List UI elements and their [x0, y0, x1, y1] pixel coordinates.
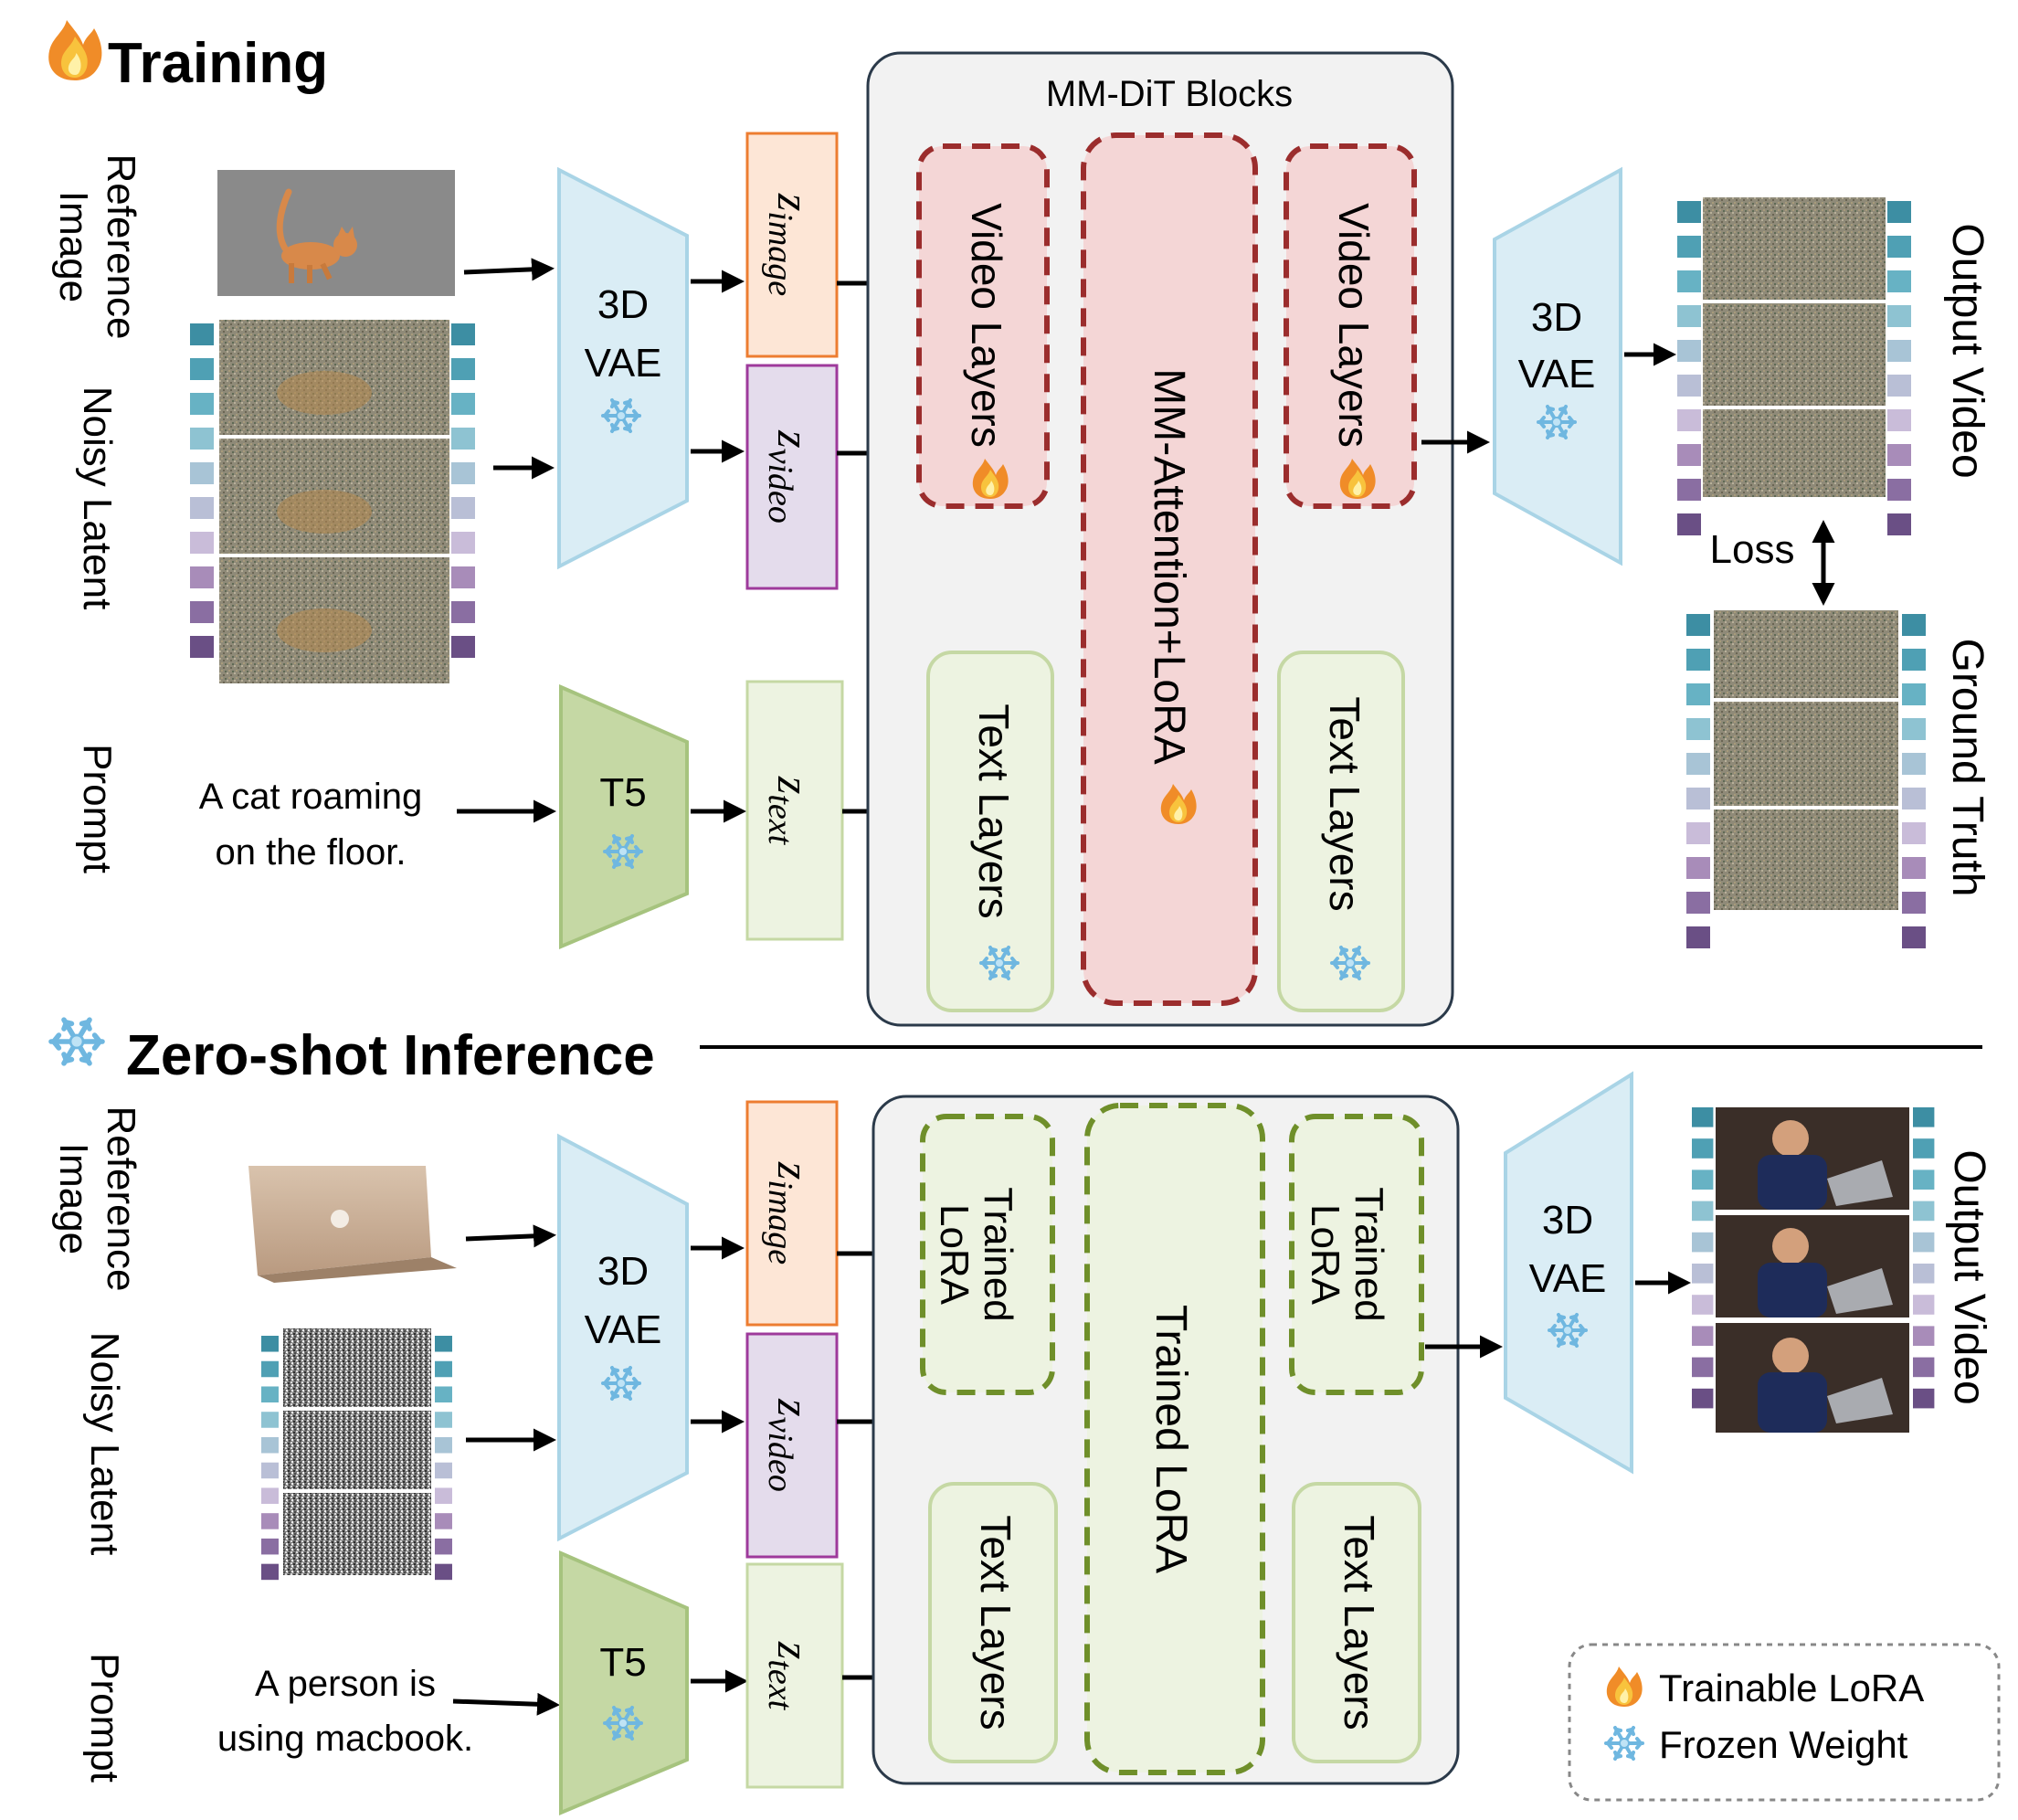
text-layers-right: Text Layers	[1321, 696, 1368, 911]
inference-reference-label-l1: Reference	[99, 1106, 143, 1291]
svg-text:T5: T5	[599, 770, 646, 815]
svg-text:3D: 3D	[597, 282, 649, 327]
inference-z-text: ztext	[745, 1562, 844, 1789]
inference-z-image: zimage	[745, 1100, 839, 1327]
inference-t5-encoder: T5	[559, 1550, 689, 1816]
inference-mmdit-blocks: Trained LoRA Trained LoRA Trained LoRA T…	[872, 1095, 1460, 1785]
training-reference-label-l1: Reference	[99, 153, 143, 339]
ground-truth-video	[1686, 610, 1926, 948]
training-z-text: ztext	[745, 680, 844, 941]
svg-text:T5: T5	[599, 1640, 646, 1685]
loss-label: Loss	[1710, 527, 1795, 572]
inference-vae-decoder: 3D VAE	[1504, 1071, 1633, 1475]
training-z-video: zvideo	[745, 364, 839, 590]
svg-text:ztext: ztext	[761, 776, 819, 846]
svg-text:ztext: ztext	[761, 1641, 819, 1711]
inference-noisy-latent	[261, 1328, 452, 1581]
training-vae-decoder: 3D VAE	[1493, 166, 1622, 566]
training-vae-encoder: 3D VAE	[557, 166, 689, 570]
svg-text:zimage: zimage	[761, 1161, 819, 1264]
trained-lora-right-l1: Trained	[1347, 1187, 1391, 1322]
video-layers-left: Video Layers	[963, 203, 1010, 448]
inference-vae-encoder: 3D VAE	[557, 1133, 689, 1542]
inference-prompt-line1: A person is	[255, 1664, 436, 1704]
trained-lora-left-l2: LoRA	[932, 1204, 977, 1306]
legend-frozen: Frozen Weight	[1659, 1723, 1908, 1766]
inference-reference-image	[248, 1166, 457, 1283]
training-title: Training	[108, 32, 328, 95]
inference-prompt-label: Prompt	[82, 1653, 127, 1783]
trained-lora-left-l1: Trained	[976, 1187, 1020, 1322]
video-layers-right: Video Layers	[1330, 203, 1378, 448]
svg-text:zimage: zimage	[761, 193, 819, 296]
inference-text-layers-left: Text Layers	[972, 1515, 1020, 1730]
mm-attention-lora: MM-Attention+LoRA	[1145, 368, 1193, 765]
training-z-image: zimage	[745, 132, 839, 358]
svg-text:zvideo: zvideo	[761, 429, 819, 524]
training-prompt-line2: on the floor.	[215, 832, 406, 873]
inference-output-video-label: Output Video	[1945, 1149, 1993, 1404]
inference-output-video	[1692, 1107, 1935, 1433]
mmdit-title: MM-DiT Blocks	[1046, 74, 1293, 114]
text-layers-left: Text Layers	[970, 704, 1018, 918]
svg-text:VAE: VAE	[585, 341, 662, 386]
svg-text:VAE: VAE	[1529, 1256, 1607, 1301]
training-prompt-line1: A cat roaming	[199, 777, 423, 817]
inference-section: Zero-shot Inference Reference Image Nois…	[51, 1020, 2001, 1816]
inference-prompt-line2: using macbook.	[217, 1719, 473, 1759]
inference-title: Zero-shot Inference	[126, 1024, 655, 1087]
svg-text:VAE: VAE	[585, 1307, 662, 1352]
training-noisy-label: Noisy Latent	[75, 386, 120, 610]
trained-lora-center: Trained LoRA	[1146, 1305, 1195, 1573]
training-prompt-label: Prompt	[75, 744, 120, 873]
svg-text:3D: 3D	[597, 1249, 649, 1294]
fire-icon	[48, 20, 102, 80]
inference-text-layers-right: Text Layers	[1336, 1515, 1383, 1730]
inference-noisy-label: Noisy Latent	[82, 1332, 127, 1556]
training-section: Training Reference Image Noisy Latent Pr…	[48, 20, 1992, 1027]
inference-reference-label-l2: Image	[51, 1143, 96, 1254]
ground-truth-label: Ground Truth	[1943, 639, 1992, 897]
svg-text:3D: 3D	[1531, 295, 1582, 340]
svg-text:VAE: VAE	[1518, 352, 1596, 397]
training-output-video-label: Output Video	[1943, 223, 1992, 478]
training-mmdit-blocks: MM-DiT Blocks Video Layers MM-Attention+…	[866, 51, 1454, 1027]
legend: Trainable LoRA Frozen Weight	[1568, 1643, 2001, 1802]
training-t5-encoder: T5	[559, 683, 689, 950]
snowflake-icon	[51, 1020, 102, 1063]
inference-z-video: zvideo	[745, 1332, 839, 1559]
trained-lora-right-l2: LoRA	[1303, 1204, 1347, 1306]
training-reference-label-l2: Image	[51, 191, 96, 302]
training-noisy-latent	[190, 320, 475, 683]
training-output-video	[1677, 197, 1911, 535]
training-reference-image	[217, 170, 455, 296]
svg-text:3D: 3D	[1542, 1198, 1593, 1243]
legend-trainable: Trainable LoRA	[1659, 1667, 1924, 1709]
svg-text:zvideo: zvideo	[761, 1398, 819, 1492]
